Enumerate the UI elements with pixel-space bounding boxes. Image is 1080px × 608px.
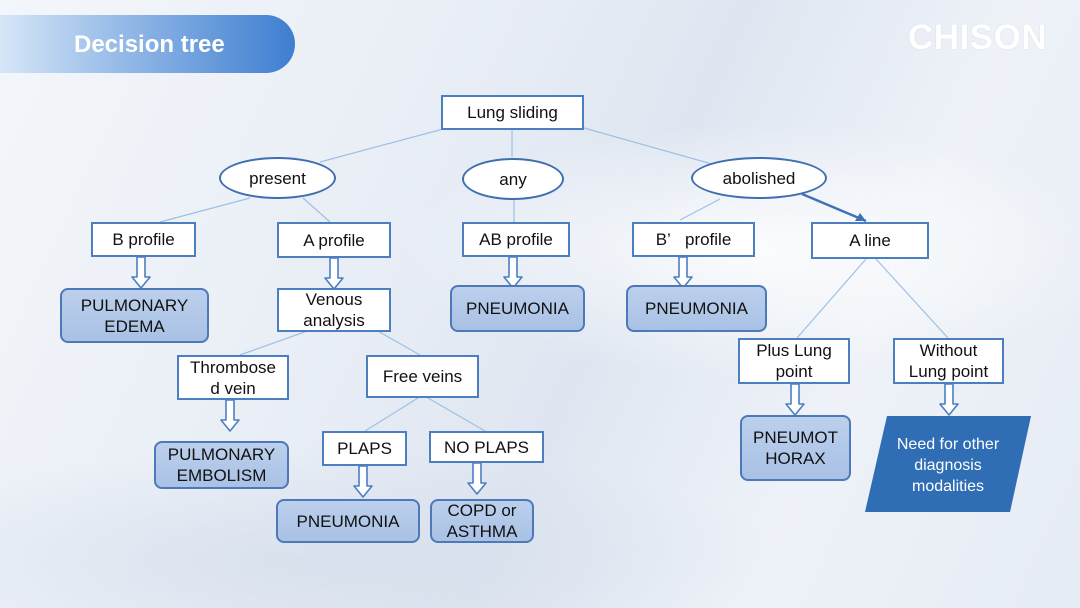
thin-links	[159, 127, 949, 432]
brand-logo: CHISON	[908, 18, 1048, 57]
node-venous-analysis: Venous analysis	[277, 288, 391, 332]
arrow-bprofile-edema	[131, 256, 151, 289]
arrow-plus-pneumothorax	[785, 383, 805, 416]
arrow-bprime-pneumonia	[673, 256, 693, 289]
node-pulmonary-embolism: PULMONARY EMBOLISM	[154, 441, 289, 489]
node-pneumothorax: PNEUMOTHORAX	[740, 415, 851, 481]
arrow-thrombosed-embolism	[220, 399, 240, 432]
node-free-veins: Free veins	[366, 355, 479, 398]
link-venous-free	[375, 329, 421, 356]
link-free-noplaps	[427, 397, 486, 432]
slide-title: Decision tree	[74, 31, 225, 58]
node-copd-asthma: COPD or ASTHMA	[430, 499, 534, 543]
link-root-abolished	[583, 127, 713, 165]
node-abolished: abolished	[691, 157, 827, 199]
node-any: any	[462, 158, 564, 200]
node-plus-lung-point: Plus Lung point	[738, 338, 850, 384]
link-venous-thrombosed	[239, 329, 311, 356]
node-without-lung-point: Without Lung point	[893, 338, 1004, 384]
node-a-profile: A profile	[277, 222, 391, 258]
link-aline-plus	[796, 258, 867, 339]
node-present: present	[219, 157, 336, 199]
link-abolished-bprime	[679, 198, 721, 221]
arrow-aprofile-venous	[324, 257, 344, 290]
node-need-other-modalities: Need for other diagnosis modalities	[896, 435, 1000, 495]
node-b-prime-profile: B’ profile	[632, 222, 755, 257]
node-lung-sliding: Lung sliding	[441, 95, 584, 130]
node-thrombosed-vein: Thrombosed vein	[177, 355, 289, 400]
need-other-shape	[865, 416, 1031, 512]
arrow-ab-pneumonia	[503, 256, 523, 289]
title-banner	[0, 15, 295, 73]
link-present-bprofile	[159, 197, 251, 223]
link-free-plaps	[364, 397, 419, 432]
node-ab-profile: AB profile	[462, 222, 570, 257]
node-pneumonia-plaps: PNEUMONIA	[276, 499, 420, 543]
link-present-aprofile	[302, 197, 331, 223]
node-a-line: A line	[811, 222, 929, 259]
arrow-without-need	[939, 383, 959, 416]
link-abolished-aline-head	[855, 213, 866, 221]
link-aline-without	[875, 258, 949, 339]
link-abolished-aline	[801, 192, 867, 223]
node-b-profile: B profile	[91, 222, 196, 257]
arrow-plaps-pneumonia	[353, 465, 373, 498]
node-pneumonia-ab: PNEUMONIA	[450, 285, 585, 332]
node-no-plaps: NO PLAPS	[429, 431, 544, 463]
arrow-noplaps-copd	[467, 462, 487, 495]
node-pulmonary-edema: PULMONARY EDEMA	[60, 288, 209, 343]
node-pneumonia-bprime: PNEUMONIA	[626, 285, 767, 332]
link-root-present	[319, 127, 448, 163]
node-plaps: PLAPS	[322, 431, 407, 466]
